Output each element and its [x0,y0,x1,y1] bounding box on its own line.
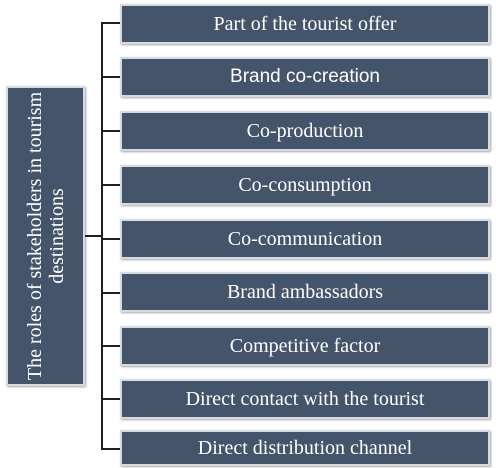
root-node-label: The roles of stakeholders in tourism des… [23,91,68,381]
connector-branch-9 [101,448,120,450]
node-brand-ambassadors: Brand ambassadors [120,272,490,312]
node-co-production: Co-production [120,111,490,151]
connector-branch-2 [101,76,120,78]
connector-spine [101,22,103,450]
node-direct-contact-with-tourist: Direct contact with the tourist [120,379,490,419]
node-co-consumption: Co-consumption [120,165,490,205]
node-brand-co-creation: Brand co-creation [120,57,490,97]
connector-branch-7 [101,345,120,347]
root-node: The roles of stakeholders in tourism des… [6,86,85,386]
connector-root-stem [85,235,102,237]
node-competitive-factor: Competitive factor [120,326,490,366]
connector-branch-6 [101,292,120,294]
node-co-communication: Co-communication [120,219,490,259]
connector-branch-8 [101,398,120,400]
connector-branch-4 [101,184,120,186]
connector-branch-1 [101,22,120,24]
node-part-of-tourist-offer: Part of the tourist offer [120,4,490,44]
node-direct-distribution-channel: Direct distribution channel [120,430,490,466]
connector-branch-3 [101,130,120,132]
connector-branch-5 [101,238,120,240]
